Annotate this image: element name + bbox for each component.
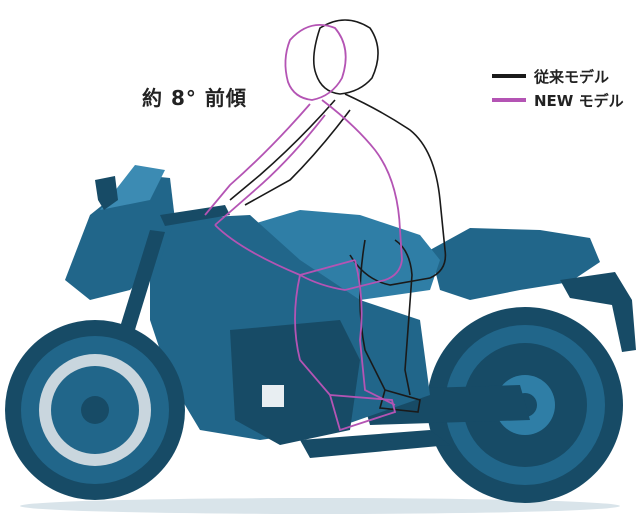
rider-old-model (229, 19, 447, 413)
legend-swatch-new (492, 98, 526, 102)
rear-fender (560, 272, 636, 352)
legend-swatch-old (492, 74, 526, 78)
engine-detail (262, 385, 284, 407)
handlebar (160, 205, 230, 226)
front-wheel (5, 320, 185, 500)
exhaust (300, 430, 450, 458)
legend-item-old-model: 従来モデル (492, 64, 624, 88)
tail-section (430, 228, 600, 300)
legend-item-new-model: NEW モデル (492, 88, 624, 112)
legend: 従来モデル NEW モデル (492, 64, 624, 112)
ground-shadow (20, 498, 620, 514)
legend-label-old: 従来モデル (534, 67, 610, 86)
lean-angle-caption: 約 8° 前傾 (142, 86, 247, 110)
engine (230, 320, 360, 445)
legend-label-new: NEW モデル (534, 91, 624, 110)
rider-new-model (204, 24, 403, 432)
mirror (95, 176, 118, 210)
